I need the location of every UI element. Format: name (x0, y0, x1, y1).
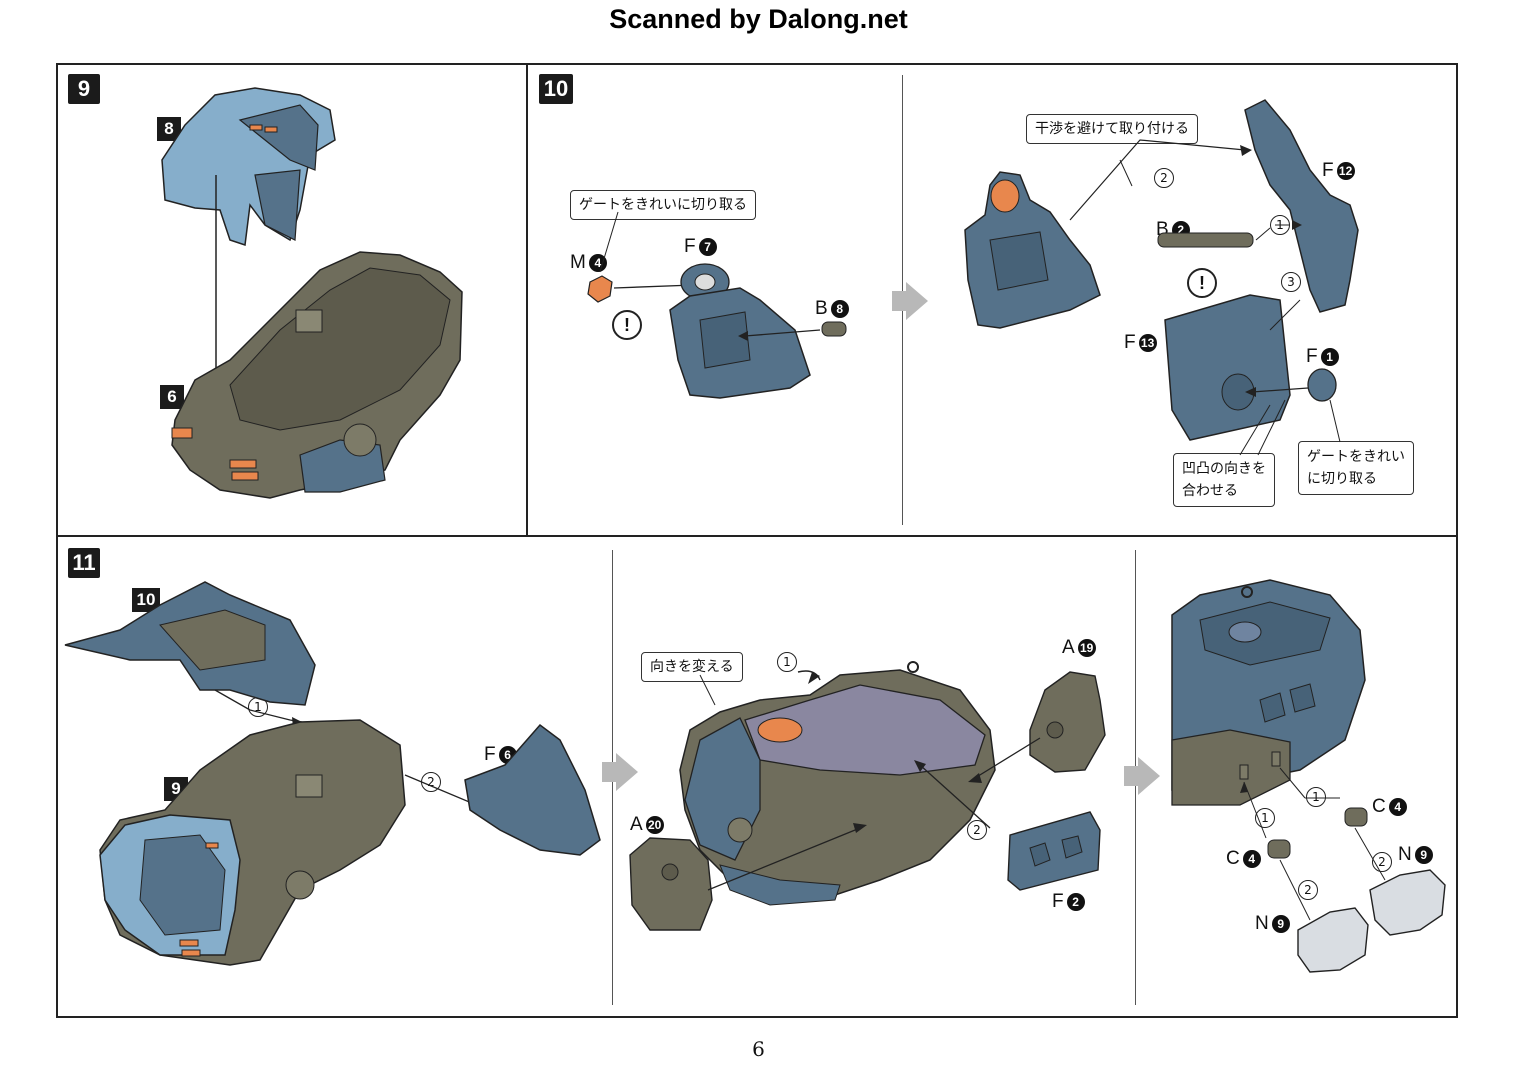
order-marker: 2 (967, 820, 987, 840)
align-note: 凹凸の向きを合わせる (1173, 453, 1275, 507)
order-marker: 2 (1298, 880, 1318, 900)
gate-cut-note: ゲートをきれいに切り取る (570, 190, 756, 220)
instruction-frame (56, 63, 1458, 1018)
gate-cut-note-right: ゲートをきれいに切り取る (1298, 441, 1414, 495)
sub-assembly-label: 6 (160, 385, 184, 409)
page-header: Scanned by Dalong.net (609, 4, 908, 34)
next-arrow-tail (892, 291, 906, 311)
step-number: 9 (68, 74, 100, 104)
caution-icon: ! (612, 310, 642, 340)
next-arrow (906, 282, 928, 320)
next-arrow-tail (602, 762, 616, 782)
turn-around-note: 向きを変える (641, 652, 743, 682)
next-arrow-tail (1124, 766, 1138, 786)
next-arrow (1138, 757, 1160, 795)
next-arrow (616, 753, 638, 791)
order-marker: 1 (1306, 787, 1326, 807)
step-number: 10 (539, 74, 573, 104)
order-marker: 1 (248, 697, 268, 717)
page-number: 6 (752, 1037, 765, 1061)
step-number: 11 (68, 548, 100, 578)
step-divider (526, 63, 528, 536)
row-divider (56, 535, 1458, 537)
order-marker: 3 (1281, 272, 1301, 292)
caution-icon: ! (1187, 268, 1217, 298)
order-marker: 1 (777, 652, 797, 672)
order-marker: 2 (1154, 168, 1174, 188)
interference-note: 干渉を避けて取り付ける (1026, 114, 1198, 144)
